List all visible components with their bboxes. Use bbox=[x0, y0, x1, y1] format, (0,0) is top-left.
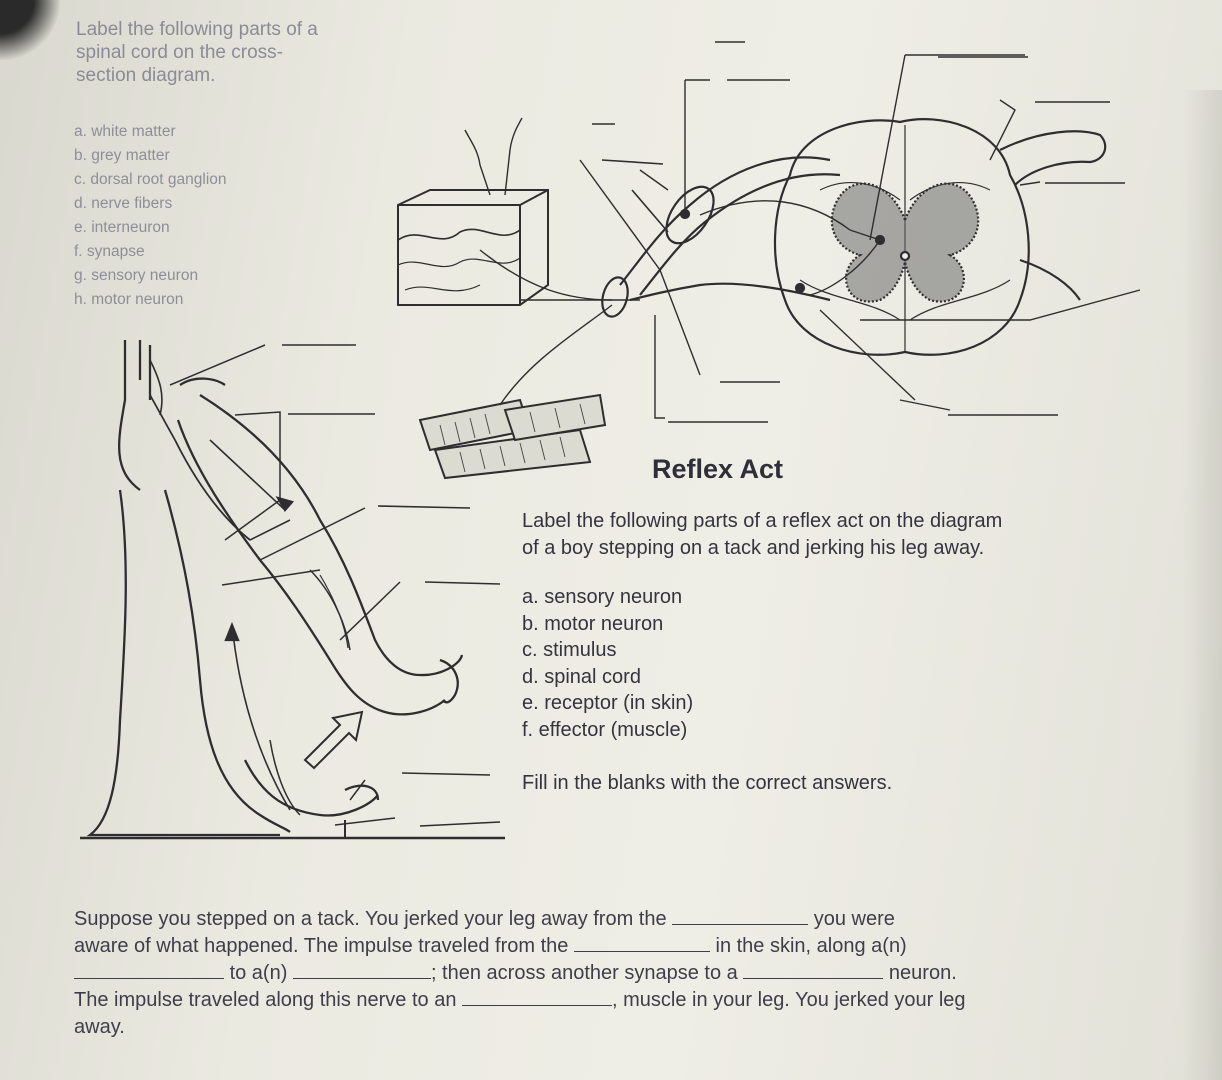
reflex-title: Reflex Act bbox=[652, 454, 783, 485]
spinal-cord-cross-section bbox=[580, 55, 1140, 418]
list-item: c. stimulus bbox=[522, 637, 693, 664]
list-item: g. sensory neuron bbox=[74, 264, 227, 288]
paragraph-text: to a(n) bbox=[230, 962, 288, 984]
list-item: a. white matter bbox=[74, 120, 227, 144]
paragraph-text: The impulse traveled along this nerve to… bbox=[74, 989, 456, 1011]
reflex-parts-list: a. sensory neuron b. motor neuron c. sti… bbox=[522, 584, 693, 743]
paragraph-text: away. bbox=[74, 1016, 125, 1038]
fill-instruction: Fill in the blanks with the correct answ… bbox=[522, 772, 892, 795]
reflex-instruction-line: of a boy stepping on a tack and jerking … bbox=[522, 535, 1002, 562]
list-item: e. interneuron bbox=[74, 216, 227, 240]
spinal-parts-list: a. white matter b. grey matter c. dorsal… bbox=[74, 120, 227, 312]
list-item: a. sensory neuron bbox=[522, 584, 693, 611]
reflex-instruction: Label the following parts of a reflex ac… bbox=[522, 508, 1002, 562]
skin-receptor-block bbox=[398, 118, 612, 305]
paragraph-text: in the skin, along a(n) bbox=[716, 935, 907, 957]
spinal-intro-line: section diagram. bbox=[76, 64, 318, 87]
list-item: d. nerve fibers bbox=[74, 192, 227, 216]
spinal-intro-line: spinal cord on the cross- bbox=[76, 41, 318, 64]
paragraph-text: ; then across another synapse to a bbox=[431, 962, 738, 984]
list-item: d. spinal cord bbox=[522, 664, 693, 691]
list-item: b. motor neuron bbox=[522, 611, 693, 638]
paragraph-text: Suppose you stepped on a tack. You jerke… bbox=[74, 908, 667, 930]
answer-blank[interactable] bbox=[574, 933, 710, 952]
spinal-intro: Label the following parts of a spinal co… bbox=[76, 18, 318, 87]
answer-blank[interactable] bbox=[462, 987, 612, 1006]
paragraph-text: , muscle in your leg. You jerked your le… bbox=[612, 989, 966, 1011]
answer-blank[interactable] bbox=[74, 960, 224, 979]
list-item: c. dorsal root ganglion bbox=[74, 168, 227, 192]
paragraph-text: you were bbox=[814, 908, 895, 930]
paragraph-text: neuron. bbox=[889, 962, 957, 984]
spinal-intro-line: Label the following parts of a bbox=[76, 18, 318, 41]
paragraph-text: aware of what happened. The impulse trav… bbox=[74, 935, 568, 957]
answer-blank[interactable] bbox=[743, 960, 883, 979]
reflex-instruction-line: Label the following parts of a reflex ac… bbox=[522, 508, 1002, 535]
fill-in-paragraph: Suppose you stepped on a tack. You jerke… bbox=[74, 906, 1134, 1041]
list-item: f. synapse bbox=[74, 240, 227, 264]
muscle-bundle bbox=[420, 300, 640, 478]
reflex-label-blanks bbox=[282, 345, 500, 775]
answer-blank[interactable] bbox=[672, 906, 808, 925]
list-item: b. grey matter bbox=[74, 144, 227, 168]
answer-blank[interactable] bbox=[293, 960, 431, 979]
list-item: h. motor neuron bbox=[74, 288, 227, 312]
list-item: e. receptor (in skin) bbox=[522, 690, 693, 717]
list-item: f. effector (muscle) bbox=[522, 717, 693, 744]
